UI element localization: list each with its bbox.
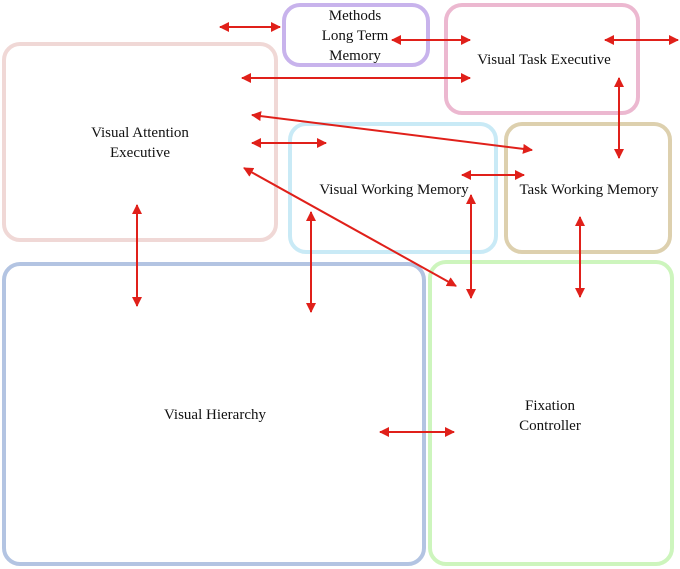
task-working-memory-box: [504, 122, 672, 254]
fixation-controller-label: Fixation Controller: [519, 398, 581, 434]
arrow-attention-to-fixation: [243, 167, 457, 287]
visual-hierarchy-label: Visual Hierarchy: [164, 407, 266, 423]
fixation-controller-box: [428, 260, 674, 566]
visual-task-executive-box: [444, 3, 640, 115]
task-working-memory-label: Task Working Memory: [519, 182, 659, 198]
methods-ltm-label: Methods Long Term Memory: [321, 8, 389, 64]
arrow-attention-to-task-working-memory: [251, 111, 533, 154]
visual-hierarchy-box: [2, 262, 426, 566]
visual-working-memory-label: Visual Working Memory: [319, 182, 469, 198]
visual-attention-executive-label: Visual Attention Executive: [91, 125, 189, 161]
visual-task-executive-label: Visual Task Executive: [477, 52, 611, 68]
